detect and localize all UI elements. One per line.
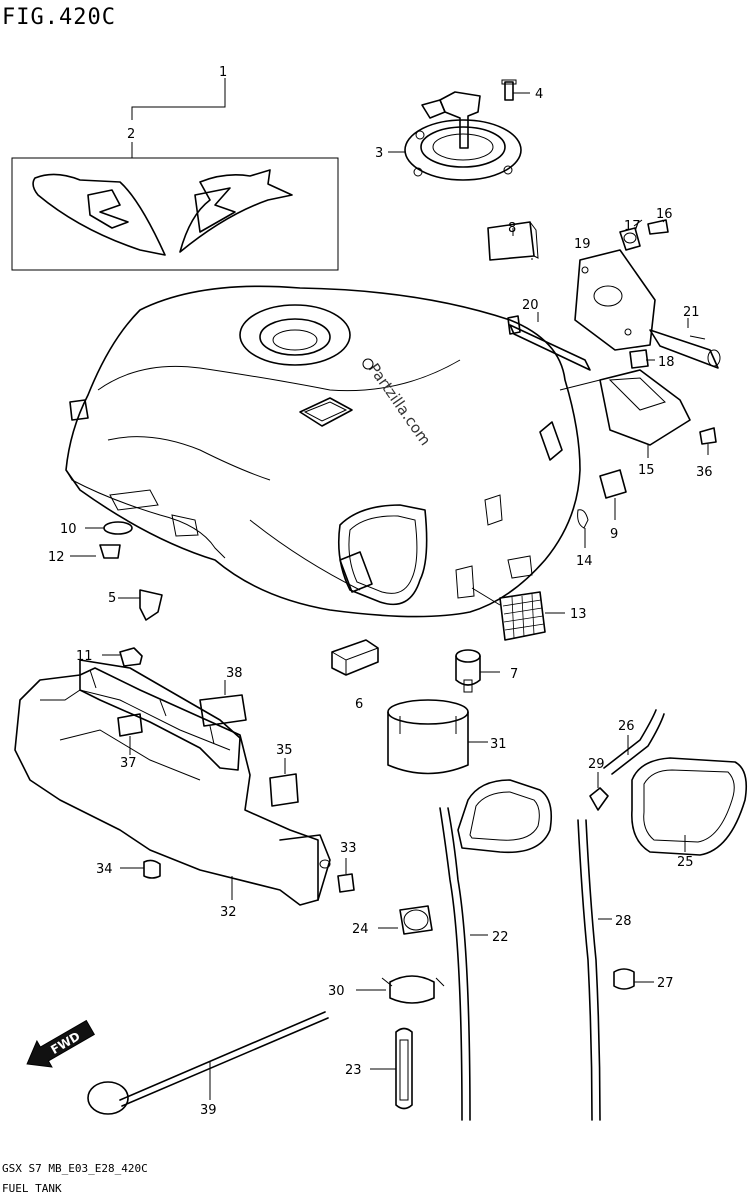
- callout-38: 38: [226, 666, 243, 681]
- callout-37: 37: [120, 756, 137, 771]
- callout-34: 34: [96, 862, 113, 877]
- callout-31: 31: [490, 737, 507, 752]
- hoses-drawing: [439, 709, 748, 1121]
- callout-22: 22: [492, 930, 509, 945]
- callout-15: 15: [638, 463, 655, 478]
- callout-36: 36: [696, 465, 713, 480]
- left-small-parts-drawing: [70, 521, 163, 621]
- callout-6: 6: [355, 697, 363, 712]
- callout-labels: 1 2 3 4 5 6 7 8 9 10 11 12 13 14 15 16 1…: [48, 65, 713, 1118]
- callout-39: 39: [200, 1103, 217, 1118]
- callout-19: 19: [574, 237, 591, 252]
- callout-10: 10: [60, 522, 77, 537]
- callout-11: 11: [76, 649, 93, 664]
- callout-21: 21: [683, 305, 700, 320]
- decal-set-drawing: [11, 78, 339, 271]
- callout-29: 29: [588, 757, 605, 772]
- callout-32: 32: [220, 905, 237, 920]
- callout-5: 5: [108, 591, 116, 606]
- callout-26: 26: [618, 719, 635, 734]
- callout-18: 18: [658, 355, 675, 370]
- callout-33: 33: [340, 841, 357, 856]
- callout-12: 12: [48, 550, 65, 565]
- callout-35: 35: [276, 743, 293, 758]
- callout-27: 27: [657, 976, 674, 991]
- callout-23: 23: [345, 1063, 362, 1078]
- callout-25: 25: [677, 855, 694, 870]
- callout-24: 24: [352, 922, 369, 937]
- callout-20: 20: [522, 298, 539, 313]
- callout-13: 13: [570, 607, 587, 622]
- callout-9: 9: [610, 527, 618, 542]
- callout-14: 14: [576, 554, 593, 569]
- fuel-cap-drawing: [388, 79, 530, 181]
- callout-8: 8: [508, 221, 516, 236]
- cushion-filter-parts-drawing: [331, 587, 565, 775]
- model-code: GSX S7 MB_E03_E28_420C: [2, 1162, 148, 1175]
- callout-16: 16: [656, 207, 673, 222]
- heat-shield-drawing: [14, 647, 355, 906]
- callout-3: 3: [375, 146, 383, 161]
- fwd-arrow-badge: FWD: [26, 1019, 95, 1068]
- figure-title: FIG.420C: [2, 5, 116, 30]
- fuel-tank-drawing: Partzilla.com: [65, 285, 581, 618]
- callout-1: 1: [219, 65, 227, 80]
- callout-28: 28: [615, 914, 632, 929]
- clamps-drawing: [356, 905, 654, 1110]
- tank-prop-rod-drawing: [87, 1011, 329, 1115]
- callout-4: 4: [535, 87, 543, 102]
- rear-bracket-drawing: [487, 219, 721, 548]
- callout-17: 17: [624, 219, 641, 234]
- watermark-text: Partzilla.com: [365, 360, 435, 449]
- callout-2: 2: [127, 127, 135, 142]
- callout-7: 7: [510, 667, 518, 682]
- section-title: FUEL TANK: [2, 1182, 62, 1195]
- callout-30: 30: [328, 984, 345, 999]
